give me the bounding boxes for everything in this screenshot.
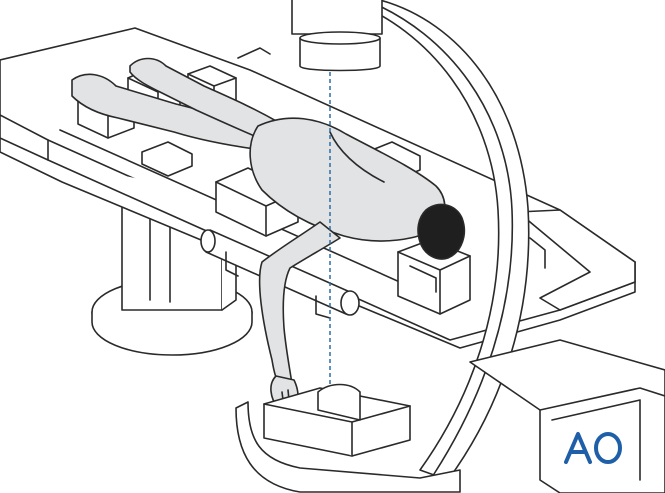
arm-board [263, 383, 411, 457]
ao-logo-mark [564, 432, 622, 464]
c-arm [235, 0, 665, 493]
ao-logo [564, 430, 624, 466]
patient-prone [71, 57, 466, 414]
